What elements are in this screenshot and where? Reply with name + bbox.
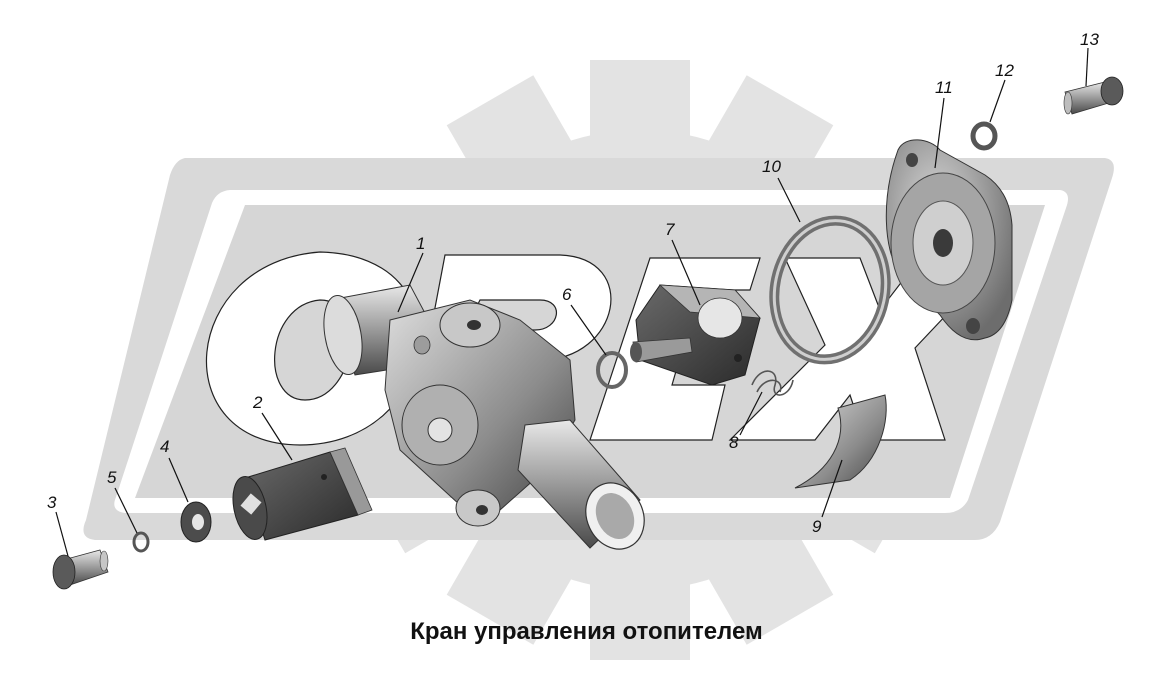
part-6-o-ring: [596, 351, 628, 389]
part-9-plate: [794, 394, 887, 489]
part-5-ring: [132, 531, 150, 553]
part-8-spring: [751, 370, 794, 396]
callout-labels: 1 2 3 4 5 6 7 8 9 10 11 12 13: [47, 30, 1099, 536]
callout-3: 3: [47, 493, 57, 512]
watermark-logo: [83, 60, 1114, 660]
part-12-ring: [970, 121, 998, 151]
callout-8: 8: [729, 433, 739, 452]
callout-13: 13: [1080, 30, 1099, 49]
part-13-bolt: [1063, 76, 1124, 115]
callout-2: 2: [252, 393, 263, 412]
callout-9: 9: [812, 517, 822, 536]
callout-10: 10: [762, 157, 781, 176]
callout-7: 7: [665, 220, 675, 239]
part-11-cover: [885, 139, 1013, 341]
callout-1: 1: [416, 234, 425, 253]
part-4-washer: [180, 501, 212, 543]
callout-leaders: [55, 47, 1089, 557]
callout-4: 4: [160, 437, 169, 456]
part-2-plug: [232, 447, 373, 541]
part-1-valve-body: [323, 284, 645, 550]
part-3-bolt: [52, 549, 109, 590]
callout-11: 11: [935, 78, 953, 97]
callout-6: 6: [562, 285, 572, 304]
part-7-valve-block: [630, 284, 761, 386]
callout-12: 12: [995, 61, 1014, 80]
diagram-caption: Кран управления отопителем: [410, 618, 763, 645]
part-10-o-ring: [769, 215, 891, 365]
callout-5: 5: [107, 468, 117, 487]
